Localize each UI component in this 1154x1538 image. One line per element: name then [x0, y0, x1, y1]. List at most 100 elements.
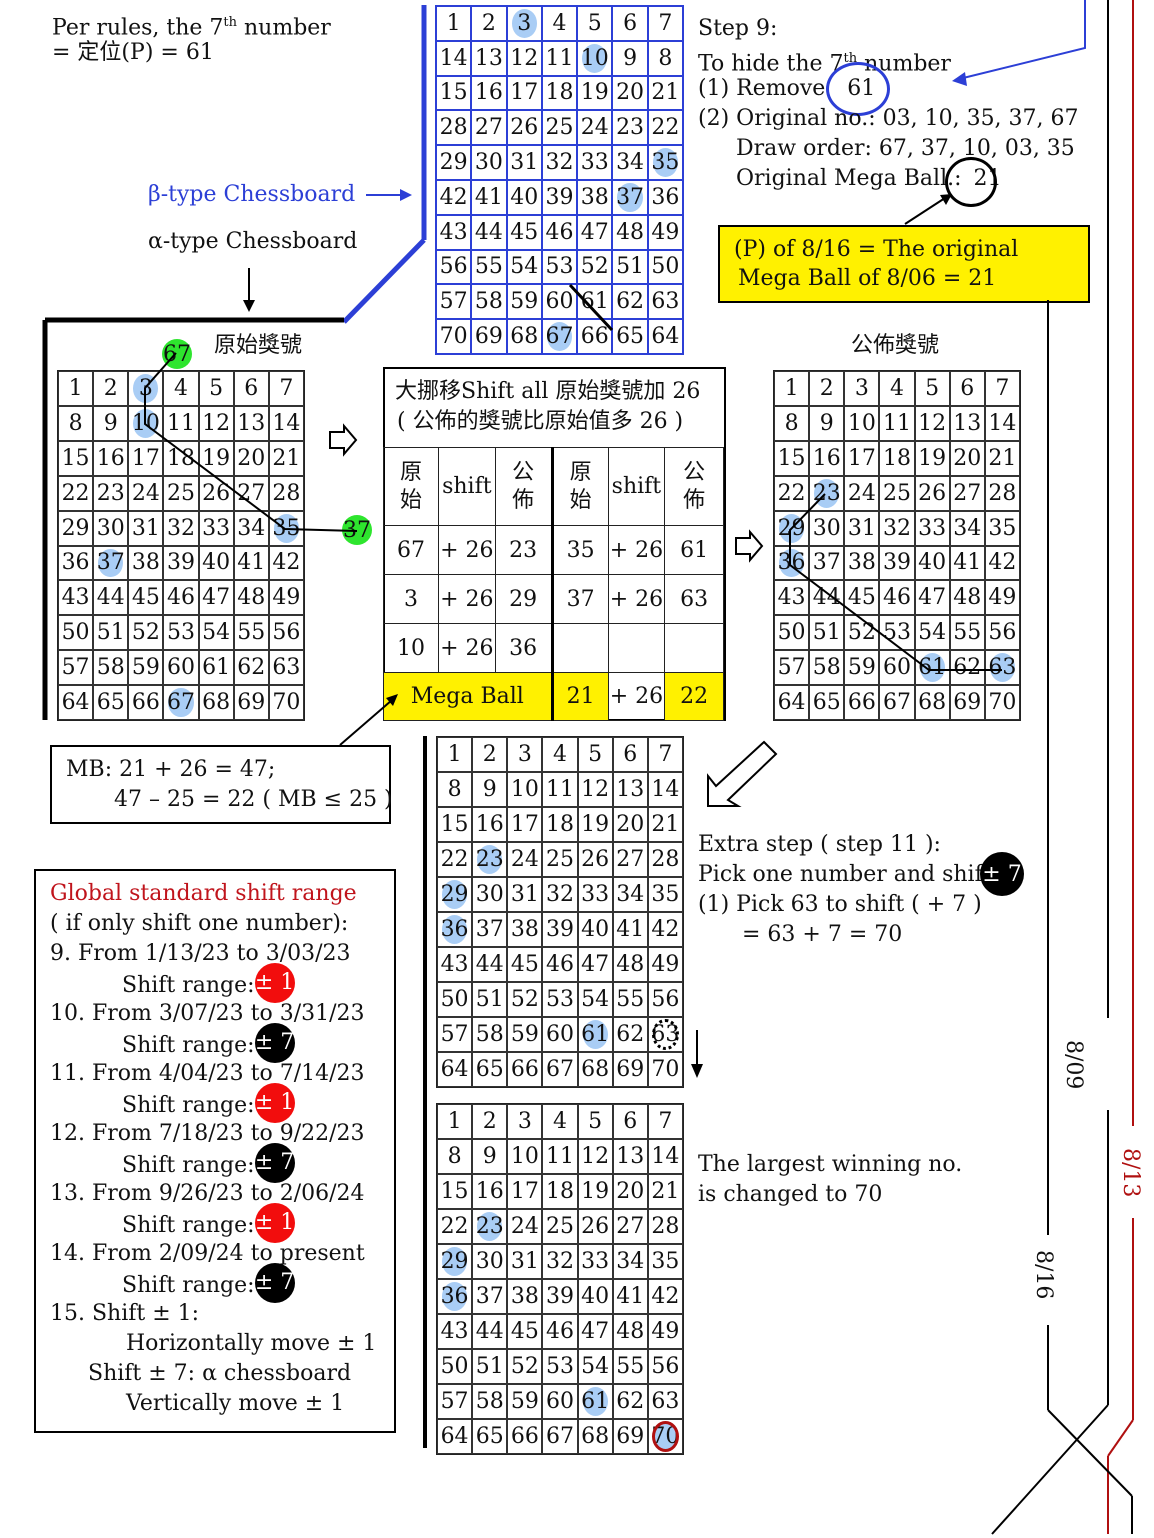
cell-number: 31 — [131, 515, 160, 541]
board-cell: 25 — [879, 475, 915, 511]
board-cell: 23 — [809, 475, 845, 511]
cell-number: 10 — [131, 410, 160, 436]
cell-number: 19 — [581, 1179, 610, 1204]
board-cell: 66 — [128, 685, 164, 720]
mega-ball-label: Mega Ball — [383, 672, 554, 721]
board-cell: 8 — [437, 1139, 473, 1174]
board-cell: 14 — [268, 405, 304, 441]
cell-number: 1 — [447, 742, 462, 767]
board-cell: 59 — [506, 284, 542, 320]
board-cell: 60 — [542, 1384, 578, 1419]
cell-number: 1 — [784, 375, 799, 401]
cell-number: 45 — [510, 952, 539, 977]
cell-number: 25 — [545, 115, 574, 141]
board-cell: 31 — [506, 145, 542, 180]
board-cell: 20 — [612, 807, 648, 842]
board-cell: 26 — [506, 110, 542, 146]
cell-number: 60 — [545, 1022, 574, 1047]
cell-number: 54 — [581, 1354, 610, 1379]
board-cell: 56 — [647, 982, 683, 1017]
cell-number: 50 — [61, 620, 90, 646]
board-cell: 51 — [93, 615, 129, 651]
cell-number: 1 — [68, 375, 83, 401]
cell-number: 58 — [96, 655, 125, 681]
board-cell: 11 — [879, 405, 915, 441]
board-cell: 28 — [984, 475, 1020, 511]
cell-number: 43 — [440, 952, 469, 977]
board-cell: 2 — [472, 1104, 508, 1139]
cell-number: 51 — [475, 987, 504, 1012]
timeline-label-0809: 8/09 — [1061, 1040, 1086, 1090]
board-cell: 17 — [506, 75, 542, 111]
cell-number: 70 — [651, 1057, 680, 1082]
cell-number: 18 — [882, 445, 911, 471]
board-cell: 11 — [541, 40, 578, 76]
board-cell: 46 — [541, 214, 578, 250]
board-cell: 12 — [198, 405, 234, 441]
board-cell: 17 — [844, 440, 880, 476]
board-cell: 17 — [507, 807, 543, 842]
board-cell: 53 — [542, 1349, 578, 1384]
cell-number: 56 — [988, 620, 1017, 646]
global-subtitle: ( if only shift one number): — [50, 911, 349, 936]
board-cell: 63 — [647, 1384, 683, 1419]
board-cell: 16 — [472, 1174, 508, 1209]
board-cell: 65 — [612, 319, 648, 354]
cell-number: 55 — [953, 620, 982, 646]
board-cell: 24 — [577, 110, 613, 146]
board-cell: 26 — [914, 475, 950, 511]
highlight-dot — [477, 1212, 503, 1241]
cell-number: 59 — [131, 655, 160, 681]
cell-number: 35 — [651, 150, 680, 176]
cell-number: 53 — [166, 620, 195, 646]
cell-number: 60 — [166, 655, 195, 681]
board-cell: 64 — [774, 685, 810, 720]
mega-ball-cell: 21 — [551, 672, 609, 721]
board-cell: 54 — [577, 982, 613, 1017]
cell-number: 58 — [475, 1022, 504, 1047]
board-cell: 46 — [542, 947, 578, 982]
shift-table-cell: 63 — [664, 574, 724, 624]
highlight-dot — [477, 845, 503, 874]
cell-number: 1 — [447, 1109, 462, 1134]
shift-table-cell: + 26 — [438, 525, 496, 575]
cell-number: 65 — [812, 690, 841, 716]
highlight-dot — [582, 1020, 608, 1049]
cell-number: 48 — [616, 219, 645, 245]
shift-table-cell: 3 — [382, 574, 440, 624]
board-cell: 41 — [233, 545, 269, 581]
board-cell: 18 — [542, 807, 578, 842]
cell-number: 20 — [953, 445, 982, 471]
board-cell: 2 — [809, 371, 845, 406]
board-cell: 44 — [472, 1314, 508, 1349]
board-cell: 51 — [472, 982, 508, 1017]
cell-number: 29 — [61, 515, 90, 541]
cell-number: 30 — [475, 882, 504, 907]
global-period: 12. From 7/18/23 to 9/22/23 — [50, 1121, 365, 1146]
board-cell: 27 — [949, 475, 985, 511]
cell-number: 46 — [882, 585, 911, 611]
board-cell: 25 — [163, 475, 199, 511]
board-cell: 24 — [507, 842, 543, 877]
cell-number: 39 — [545, 184, 574, 210]
board-cell: 68 — [198, 685, 234, 720]
board-cell: 20 — [949, 440, 985, 476]
cell-number: 57 — [440, 1389, 469, 1414]
board-cell: 7 — [647, 6, 683, 41]
board-cell: 42 — [984, 545, 1020, 581]
cell-number: 43 — [440, 1319, 469, 1344]
highlight-dot — [617, 182, 643, 212]
board-cell: 28 — [268, 475, 304, 511]
board-cell: 12 — [577, 1139, 613, 1174]
cell-number: 13 — [474, 45, 503, 71]
board-cell: 32 — [541, 145, 578, 180]
cell-number: 27 — [474, 115, 503, 141]
board-cell: 40 — [577, 912, 613, 947]
board-cell: 30 — [93, 510, 129, 546]
board-cell: 5 — [577, 737, 613, 772]
cell-number: 18 — [545, 80, 574, 106]
board-cell: 24 — [128, 475, 164, 511]
board-cell: 66 — [507, 1419, 543, 1454]
board-cell: 34 — [949, 510, 985, 546]
